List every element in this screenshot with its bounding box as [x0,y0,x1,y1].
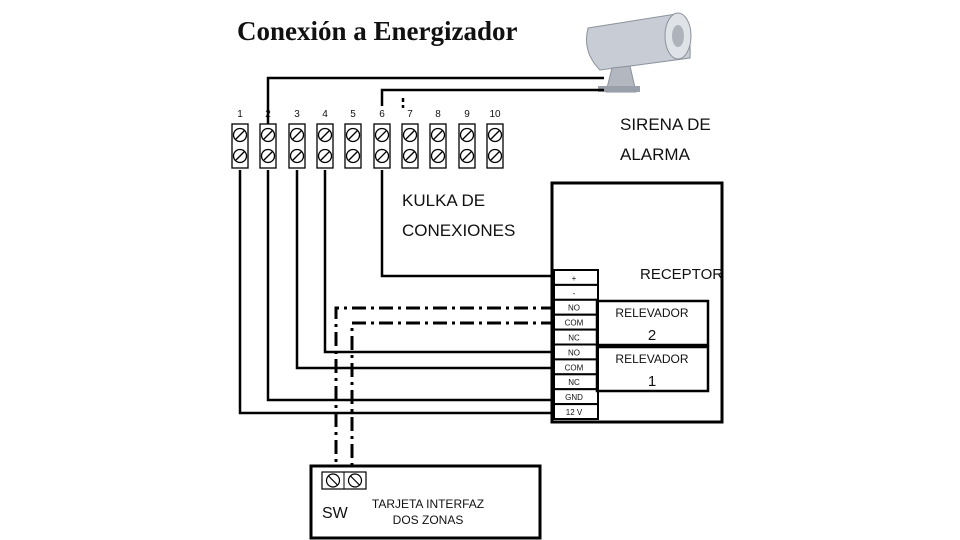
relay-2-label-line2: 2 [648,327,656,344]
terminal-screw-pair [344,123,362,169]
siren-horn-icon [586,12,692,93]
dashed-wire-com [350,321,555,465]
receiver-pin-label: 12 V [566,408,583,417]
diagram-title: Conexión a Energizador [237,16,518,46]
terminal-screw-pair [373,123,391,169]
receiver-pin-label: + [572,274,577,283]
terminal-number: 6 [379,109,385,120]
terminal-screw-pair [429,123,447,169]
receiver-pin-label: GND [565,393,583,402]
terminal-number: 10 [489,109,501,120]
receiver-pin-label: NO [568,348,580,357]
terminal-number: 5 [350,109,356,120]
wire-siren-to-terminal-2 [266,76,604,124]
receiver-pin-label: COM [565,319,584,328]
relay-1-label-line1: RELEVADOR [615,352,688,366]
wire-terminal-3-to-com [295,170,555,370]
terminal-screw-pair [486,123,504,169]
wire-terminal-1-to-12v [238,170,555,415]
receiver-pin-label: NC [568,334,580,343]
receiver-pin: GND [553,388,599,406]
terminal-screw-pair [288,123,306,169]
terminal-screw-pair [401,123,419,169]
terminal-block-label-line1: KULKA DE [402,191,485,210]
receiver-pin-label: NO [568,304,580,313]
relay-2-label-line1: RELEVADOR [615,306,688,320]
interface-card-sw-label: SW [322,505,349,522]
receiver-pin: COM [553,358,599,376]
relay-1-box [595,345,710,393]
receiver-pin: - [553,283,599,301]
wires [238,76,604,415]
receiver-box [550,181,724,424]
terminal-screw-pair [458,123,476,169]
siren-label-line1: SIRENA DE [620,115,711,134]
relay-1-label-line2: 1 [648,373,656,390]
receiver-pin: NC [553,373,599,391]
wire-terminal-6-to-plus [380,170,555,278]
receiver-pin: 12 V [553,403,599,421]
receiver-pin: NO [553,298,599,316]
terminal-screw-pair [231,123,249,169]
wire-terminal-2-to-gnd [266,170,555,402]
interface-card-box [309,464,542,540]
terminal-block-label-line2: CONEXIONES [402,221,515,240]
wire-siren-to-terminal-6 [380,88,604,106]
receiver-pin-label: NC [568,378,580,387]
terminal-number: 8 [435,109,441,120]
terminal-number: 9 [464,109,470,120]
receiver-pin: NO [553,343,599,361]
receiver-label: RECEPTOR [640,266,723,283]
terminal-number: 4 [322,109,328,120]
receiver-pin: COM [553,313,599,331]
wire-terminal-4-to-nc [323,170,555,354]
interface-card-screws [321,471,367,490]
relay-2-box [595,299,710,347]
interface-card-label-line2: DOS ZONAS [393,513,464,527]
terminal-number: 7 [407,109,413,120]
terminal-screw-pair [316,123,334,169]
dashed-wire-no [334,306,555,465]
receiver-pin-label: COM [565,363,584,372]
terminal-number: 3 [294,109,300,120]
receiver-pin: NC [553,328,599,346]
terminal-screw-pair [259,123,277,169]
receiver-pin-label: - [573,289,576,298]
receiver-pin: + [553,269,599,286]
terminal-number: 1 [237,109,243,120]
interface-card-label-line1: TARJETA INTERFAZ [372,497,484,511]
receiver-pin-strip: + - NO COM NC NO COM NC GND 12 V [553,269,599,421]
siren-label-line2: ALARMA [620,145,691,164]
dashed-wires [334,306,555,465]
